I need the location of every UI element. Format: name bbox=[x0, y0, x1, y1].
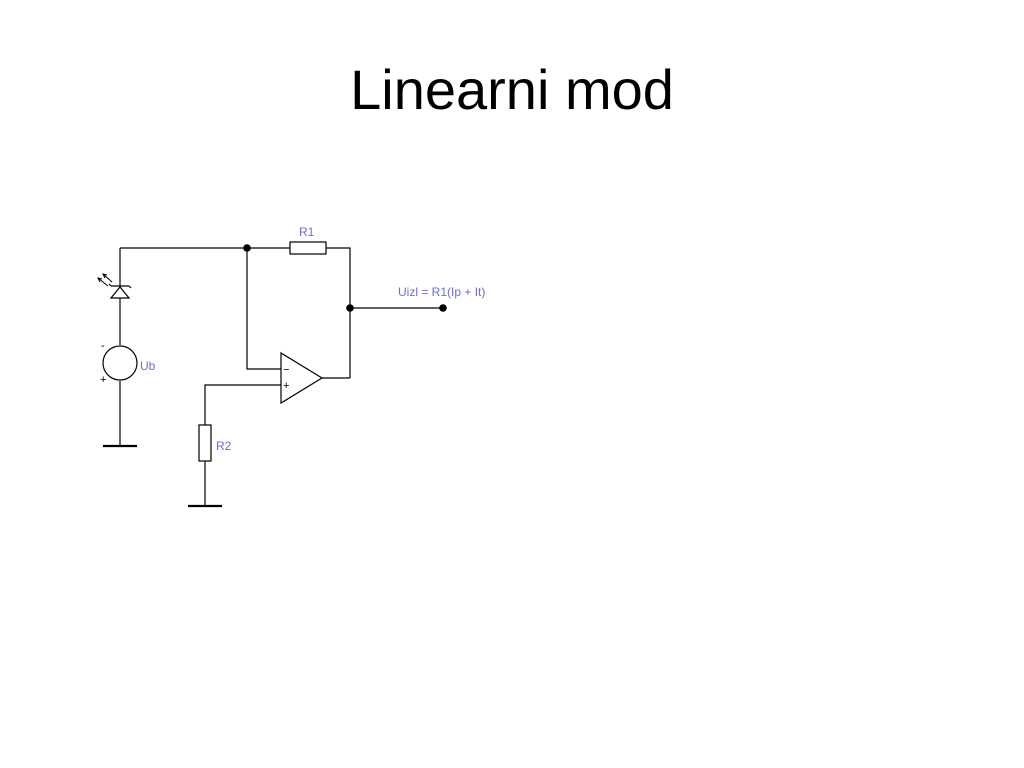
junction-dot-input bbox=[243, 244, 251, 252]
wire-noninv bbox=[204, 384, 281, 425]
voltage-source bbox=[102, 345, 138, 381]
source-label: Ub bbox=[140, 359, 156, 373]
source-minus-sign: - bbox=[101, 340, 105, 352]
opamp-inverting-sign: − bbox=[283, 364, 289, 376]
wire-feedback-node bbox=[246, 248, 281, 370]
r1-label: R1 bbox=[299, 225, 315, 239]
resistor-r2 bbox=[198, 424, 212, 462]
opamp bbox=[280, 351, 324, 405]
output-label: Uizl = R1(Ip + It) bbox=[398, 285, 485, 299]
wire-r1-right bbox=[326, 247, 351, 378]
output-terminal bbox=[439, 304, 447, 312]
photodiode bbox=[97, 273, 132, 299]
junction-dot-output bbox=[346, 304, 354, 312]
slide-title: Linearni mod bbox=[350, 58, 674, 121]
opamp-noninverting-sign: + bbox=[283, 380, 289, 392]
resistor-r1 bbox=[289, 241, 327, 255]
r2-label: R2 bbox=[216, 439, 232, 453]
source-plus-sign: + bbox=[100, 374, 106, 386]
